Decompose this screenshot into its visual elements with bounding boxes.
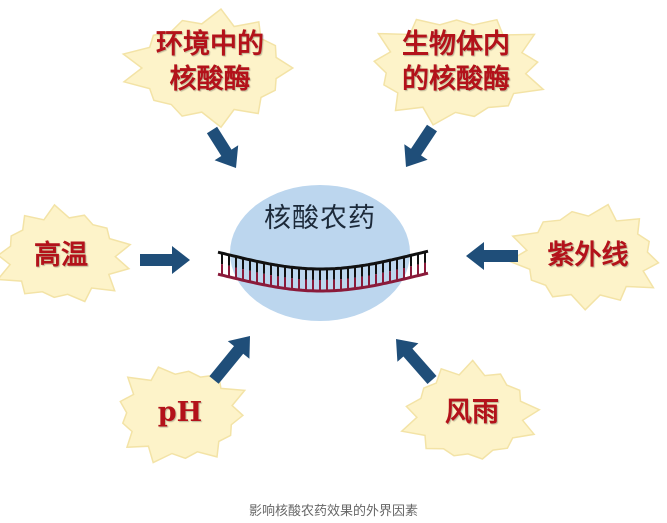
- burst-uv: [507, 203, 660, 311]
- burst-ph: [119, 366, 247, 464]
- arrow-from-wind-rain: [396, 339, 437, 384]
- center-title: 核酸农药: [264, 203, 376, 234]
- dna-strand-icon: [217, 249, 429, 293]
- burst-high-temp: [0, 203, 132, 303]
- arrow-from-env-nuclease: [206, 126, 239, 168]
- factor-label-high-temp: 高温: [34, 240, 88, 271]
- factor-label-uv: 紫外线: [547, 240, 629, 271]
- figure-caption: 影响核酸农药效果的外界因素: [248, 504, 418, 519]
- factors-diagram: 核酸农药 环境中的 核酸酶 生物体内 的核酸酶 高温 紫外线 pH 风雨: [0, 7, 660, 464]
- factor-label-wind-rain: 风雨: [445, 397, 499, 428]
- factor-label-bio-nuclease: 生物体内 的核酸酶: [402, 29, 510, 95]
- burst-bio-nuclease: [372, 18, 545, 126]
- burst-env-nuclease: [121, 7, 295, 129]
- diagram-canvas: [0, 7, 660, 464]
- factor-label-env-nuclease: 环境中的 核酸酶: [156, 29, 264, 95]
- arrow-from-high-temp: [140, 246, 190, 274]
- factor-label-ph: pH: [157, 397, 203, 428]
- arrow-from-bio-nuclease: [404, 124, 437, 167]
- burst-wind-rain: [400, 359, 541, 460]
- arrow-from-uv: [466, 242, 518, 270]
- arrow-from-ph: [209, 336, 250, 384]
